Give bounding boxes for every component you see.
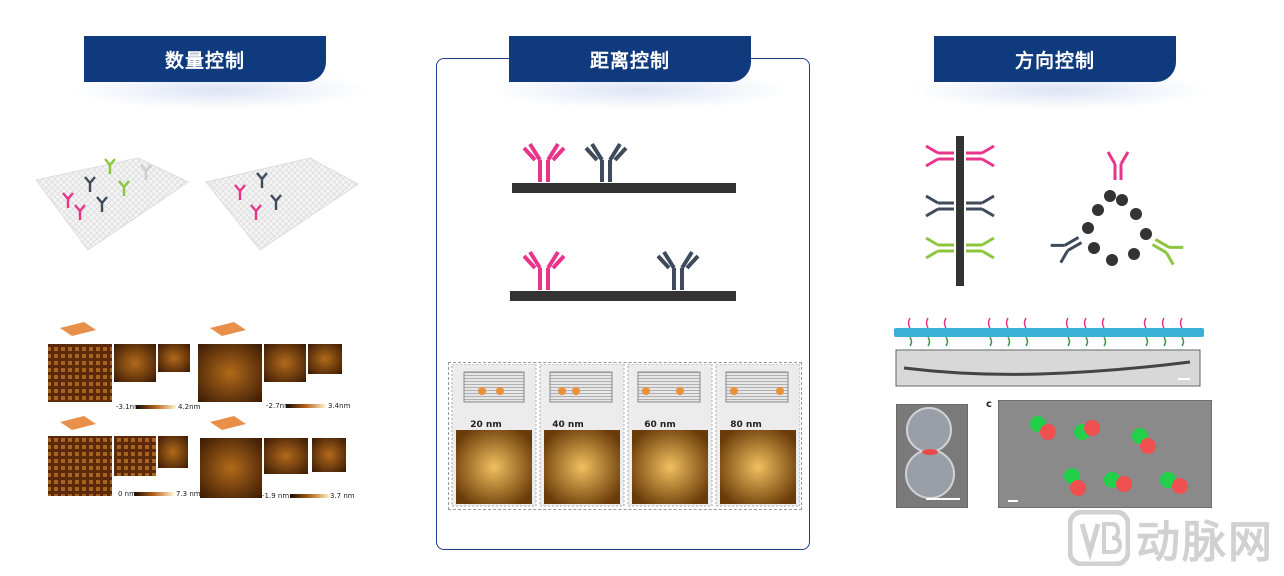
vb-logo-icon xyxy=(1068,510,1130,566)
panel-c-label: c xyxy=(986,399,992,410)
cell-microscopy-left xyxy=(896,404,968,508)
distance-afm-images xyxy=(451,364,800,507)
tab-orientation-control: 方向控制 xyxy=(934,36,1176,82)
vertical-rod xyxy=(956,136,964,286)
afm-large-3 xyxy=(48,436,112,496)
colorbar-2 xyxy=(286,404,326,408)
afm-small-3 xyxy=(158,436,188,468)
afm-scale-2-max: 3.4nm xyxy=(328,402,351,410)
afm-small-1 xyxy=(158,344,190,372)
watermark-text: 动脉网 xyxy=(1136,517,1274,568)
orientation-diagrams xyxy=(924,136,1185,286)
afm-distance-cell-4 xyxy=(715,364,800,507)
afm-scale-4-min: -1.9 nm xyxy=(262,492,290,500)
distance-label-40nm: 40 nm xyxy=(552,420,584,430)
ring-of-beads xyxy=(1082,190,1152,266)
distance-label-20nm: 20 nm xyxy=(470,420,502,430)
tem-image xyxy=(895,349,1201,387)
colorbar-1 xyxy=(136,405,176,409)
dna-bundle-bar xyxy=(894,328,1204,337)
afm-small-4 xyxy=(312,438,346,472)
afm-small-2 xyxy=(308,344,342,374)
watermark: 动脉网 xyxy=(1068,506,1274,570)
surface-bar-bottom xyxy=(510,291,736,301)
tem-scalebar xyxy=(1178,378,1190,380)
tab-quantity-label: 数量控制 xyxy=(164,49,245,72)
dna-bundle-tem xyxy=(894,317,1204,387)
tem-filament xyxy=(903,360,1191,376)
afm-distance-cell-1 xyxy=(451,364,537,507)
green-red-cell-pairs xyxy=(1030,416,1188,496)
afm-mid-3 xyxy=(114,436,156,476)
distance-afm-row xyxy=(448,362,802,510)
afm-mid-2 xyxy=(264,344,306,382)
colorbar-4 xyxy=(290,494,330,498)
colorbar-3 xyxy=(134,492,174,496)
cell-microscopy-right xyxy=(998,400,1212,508)
afm-scale-3-min: 0 nm xyxy=(118,490,136,498)
tab-distance-control: 距离控制 xyxy=(509,36,751,82)
afm-mid-4 xyxy=(264,438,308,474)
afm-large-4 xyxy=(200,438,262,498)
afm-large-2 xyxy=(198,344,262,402)
origami-sheet-right xyxy=(205,157,359,251)
afm-distance-cell-2 xyxy=(539,364,625,507)
distance-antibody-diagrams xyxy=(510,142,736,301)
afm-figures-quantity xyxy=(48,322,346,498)
tab-quantity-control: 数量控制 xyxy=(84,36,326,82)
tab-distance-label: 距离控制 xyxy=(589,49,670,72)
distance-label-80nm: 80 nm xyxy=(730,420,762,430)
distance-label-60nm: 60 nm xyxy=(644,420,676,430)
tile-icon-3 xyxy=(60,416,96,430)
afm-scale-1-min: -3.1nm xyxy=(116,403,141,411)
afm-mid-1 xyxy=(114,344,156,382)
afm-distance-cell-3 xyxy=(627,364,713,507)
afm-scale-3-max: 7.3 nm xyxy=(176,490,201,498)
tile-icon-1 xyxy=(60,322,96,336)
tile-icon-2 xyxy=(210,322,246,336)
afm-scale-1-max: 4.2nm xyxy=(178,403,201,411)
afm-large-1 xyxy=(48,344,112,402)
surface-bar-top xyxy=(512,183,736,193)
afm-scale-2-min: -2.7nm xyxy=(266,402,291,410)
tile-icon-4 xyxy=(210,416,246,430)
origami-sheets-illustration xyxy=(35,157,359,251)
origami-sheet-left xyxy=(35,157,189,251)
tab-orientation-label: 方向控制 xyxy=(1014,49,1095,72)
afm-scale-4-max: 3.7 nm xyxy=(330,492,355,500)
